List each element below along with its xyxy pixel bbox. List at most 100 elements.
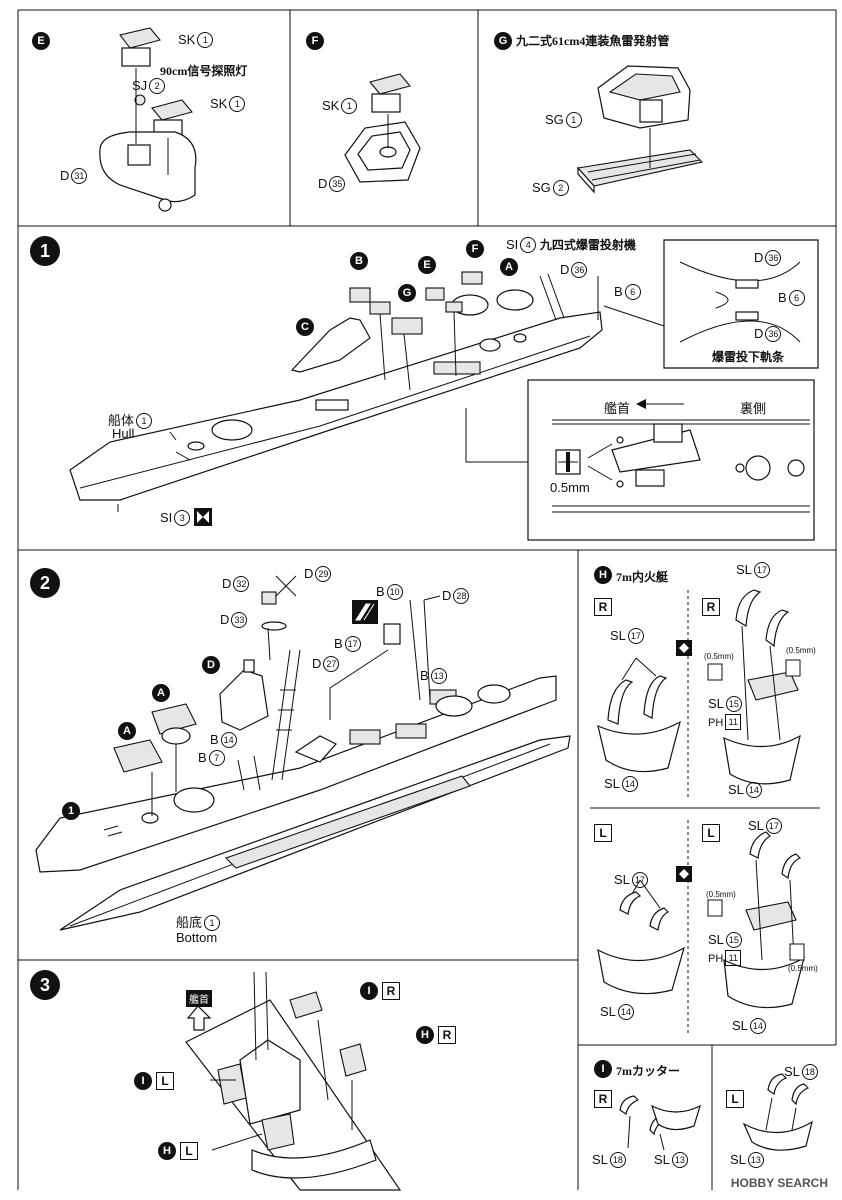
part-number: 32 bbox=[233, 576, 250, 592]
side-l-label: L bbox=[702, 824, 720, 842]
badge-a: A bbox=[152, 684, 170, 702]
side-l-label: L bbox=[156, 1072, 174, 1090]
badge-c: C bbox=[296, 318, 314, 336]
part-number: 11 bbox=[725, 950, 742, 966]
label-sk: SK bbox=[178, 32, 196, 47]
half-mm-label: (0.5mm) bbox=[788, 964, 818, 973]
label-d: D bbox=[220, 612, 230, 627]
label-sl: SL bbox=[784, 1064, 800, 1079]
side-l-label: L bbox=[726, 1090, 744, 1108]
part-number: 13 bbox=[747, 1152, 764, 1168]
panel-badge: F bbox=[306, 32, 324, 50]
badge-i: I bbox=[134, 1072, 152, 1090]
part-number: 36 bbox=[571, 262, 588, 278]
label-d: D bbox=[318, 176, 328, 191]
rail-title: 爆雷投下軌条 bbox=[712, 350, 785, 364]
label-ph: PH bbox=[708, 717, 724, 729]
part-number: 2 bbox=[149, 78, 166, 94]
panel-badge: G bbox=[494, 32, 512, 50]
label-b: B bbox=[614, 284, 623, 299]
part-number: 35 bbox=[329, 176, 346, 192]
side-r-label: R bbox=[594, 1090, 612, 1108]
half-mm-label: (0.5mm) bbox=[786, 646, 816, 655]
label-sl: SL bbox=[610, 628, 626, 643]
part-number: 6 bbox=[624, 284, 641, 300]
label-sl: SL bbox=[654, 1152, 670, 1167]
badge-h: H bbox=[416, 1026, 434, 1044]
side-r-label: R bbox=[438, 1026, 456, 1044]
part-number: 17 bbox=[631, 872, 648, 888]
hull-label-en: Hull bbox=[112, 426, 135, 441]
half-mm-label: (0.5mm) bbox=[706, 890, 736, 899]
label-sl: SL bbox=[592, 1152, 608, 1167]
part-number: 17 bbox=[344, 636, 361, 652]
part-number: 14 bbox=[617, 1004, 634, 1020]
watermark: HOBBY SEARCH bbox=[730, 1176, 828, 1190]
part-number: 13 bbox=[430, 668, 447, 684]
part-number: 13 bbox=[671, 1152, 688, 1168]
part-number: 17 bbox=[765, 818, 782, 834]
bottom-label-en: Bottom bbox=[176, 930, 218, 945]
badge-a: A bbox=[500, 258, 518, 276]
label-sg: SG bbox=[545, 112, 564, 127]
part-number: 31 bbox=[71, 168, 88, 184]
label-sj: SJ bbox=[132, 78, 148, 93]
panel-badge: E bbox=[32, 32, 50, 50]
step-number: 1 bbox=[30, 236, 60, 266]
launch-title: 7m内火艇 bbox=[616, 570, 668, 584]
half-mm-label: (0.5mm) bbox=[704, 652, 734, 661]
torpedo-tube-title: 九二式61cm4連装魚雷発射管 bbox=[516, 34, 670, 48]
side-r-label: R bbox=[594, 598, 612, 616]
reverse-side-label: 裏側 bbox=[740, 401, 767, 416]
part-number: 1 bbox=[204, 915, 221, 931]
label-b: B bbox=[376, 584, 385, 599]
label-sl: SL bbox=[748, 818, 764, 833]
label-d: D bbox=[304, 566, 314, 581]
badge-i: I bbox=[360, 982, 378, 1000]
label-sl: SL bbox=[614, 872, 630, 887]
label-d: D bbox=[754, 326, 764, 341]
cutter-title: 7mカッター bbox=[616, 1064, 680, 1078]
badge-e: E bbox=[418, 256, 436, 274]
label-sk: SK bbox=[210, 96, 228, 111]
step-number: 2 bbox=[30, 568, 60, 598]
label-b: B bbox=[334, 636, 343, 651]
part-number: 29 bbox=[315, 566, 332, 582]
part-number: 15 bbox=[725, 932, 742, 948]
side-r-label: R bbox=[702, 598, 720, 616]
part-number: 1 bbox=[341, 98, 358, 114]
part-number: 14 bbox=[220, 732, 237, 748]
part-number: 10 bbox=[386, 584, 403, 600]
label-b: B bbox=[210, 732, 219, 747]
part-number: 33 bbox=[231, 612, 248, 628]
part-number: 3 bbox=[174, 510, 191, 526]
label-sl: SL bbox=[604, 776, 620, 791]
badge-b: B bbox=[350, 252, 368, 270]
panel-badge: I bbox=[594, 1060, 612, 1078]
part-number: 18 bbox=[801, 1064, 818, 1080]
part-number: 14 bbox=[745, 782, 762, 798]
bottom-label: 船底 bbox=[176, 915, 203, 930]
part-number: 1 bbox=[136, 413, 153, 429]
side-l-label: L bbox=[180, 1142, 198, 1160]
part-number: 11 bbox=[725, 714, 742, 730]
part-number: 17 bbox=[627, 628, 644, 644]
label-d: D bbox=[442, 588, 452, 603]
label-d: D bbox=[222, 576, 232, 591]
label-ph: PH bbox=[708, 953, 724, 965]
part-number: 17 bbox=[753, 562, 770, 578]
part-number: 7 bbox=[208, 750, 225, 766]
label-d: D bbox=[560, 262, 570, 277]
label-sg: SG bbox=[532, 180, 551, 195]
searchlight-title: 90cm信号探照灯 bbox=[160, 64, 248, 78]
depth-charge-projector-label: 九四式爆雷投射機 bbox=[539, 238, 636, 252]
part-number: 1 bbox=[229, 96, 246, 112]
part-number: 2 bbox=[552, 180, 569, 196]
part-number: 1 bbox=[197, 32, 214, 48]
